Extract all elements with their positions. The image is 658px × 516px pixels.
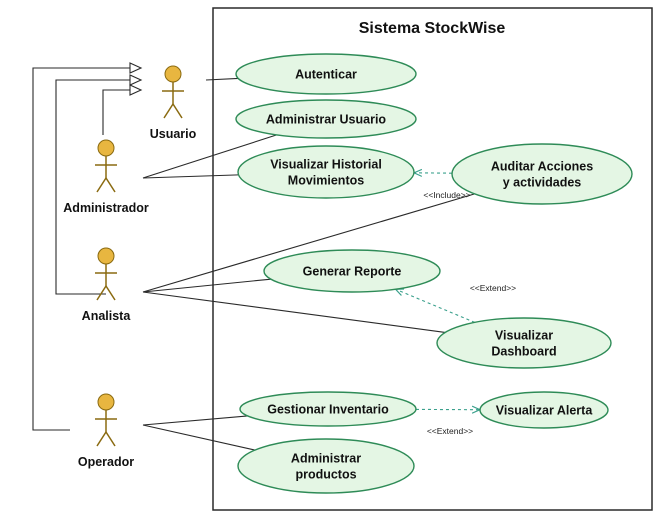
usecase-gestionar-inventario[interactable]: Gestionar Inventario <box>239 391 417 427</box>
actor-head-icon <box>164 65 182 83</box>
usecase-ellipse <box>235 53 417 95</box>
usecase-label: Administrar Usuario <box>266 113 387 127</box>
actor-head-icon <box>97 393 115 411</box>
actor-operador[interactable]: Operador <box>78 393 134 469</box>
usecase-label: Auditar Acciones <box>491 160 593 174</box>
generalization-arrowhead <box>129 62 143 74</box>
usecase-label: Generar Reporte <box>303 265 402 279</box>
usecase-ellipse <box>235 99 417 139</box>
generalization-line-operador <box>32 67 130 431</box>
association-operador-gestionar-inventario <box>142 415 248 426</box>
association-analista-auditar-acciones <box>142 193 475 293</box>
usecase-label: Movimientos <box>288 174 364 188</box>
usecase-ellipse <box>436 317 612 369</box>
actor-label: Operador <box>78 455 134 469</box>
actor-leg <box>96 285 107 301</box>
usecase-ellipse <box>479 391 609 429</box>
usecase-ellipse <box>263 249 441 293</box>
usecase-label: Gestionar Inventario <box>267 403 389 417</box>
usecase-label: y actividades <box>503 176 582 190</box>
actor-leg <box>96 177 107 193</box>
relationship-visualizar-dashboard-generar-reporte <box>396 289 475 323</box>
usecase-generar-reporte[interactable]: Generar Reporte <box>263 249 441 293</box>
usecase-label: Administrar <box>291 452 361 466</box>
relationship-label: <<Extend>> <box>470 283 516 293</box>
generalization-line-administrador <box>102 89 130 135</box>
usecase-label: Visualizar Alerta <box>496 404 594 418</box>
association-analista-generar-reporte <box>142 278 271 293</box>
usecase-administrar-productos[interactable]: Administrar productos <box>237 438 415 494</box>
generalization-arrowhead <box>129 84 143 96</box>
generalization-arrowhead <box>129 74 143 86</box>
association-usuario-autenticar <box>205 77 239 81</box>
usecase-label: Visualizar <box>495 329 553 343</box>
association-analista-visualizar-dashboard <box>142 291 446 333</box>
actor-leg <box>105 285 116 301</box>
usecase-ellipse <box>239 391 417 427</box>
relationship-label: <<Include>> <box>423 190 470 200</box>
system-title: Sistema StockWise <box>359 20 506 37</box>
actor-analista[interactable]: Analista <box>82 247 132 323</box>
association-administrador-visualizar-historial <box>142 174 239 179</box>
actor-label: Administrador <box>63 201 149 215</box>
usecase-label: Autenticar <box>295 68 357 82</box>
actor-leg <box>96 431 107 447</box>
generalization-line-analista <box>55 79 130 295</box>
actor-label: Usuario <box>150 127 197 141</box>
actor-leg <box>105 177 116 193</box>
usecase-label: Dashboard <box>491 345 556 359</box>
actor-administrador[interactable]: Administrador <box>63 139 149 215</box>
actor-head-icon <box>97 247 115 265</box>
association-operador-administrar-productos <box>142 424 256 451</box>
actor-leg <box>163 103 174 119</box>
usecase-auditar-acciones[interactable]: Auditar Acciones y actividades <box>451 143 633 205</box>
usecase-autenticar[interactable]: Autenticar <box>235 53 417 95</box>
actor-usuario[interactable]: Usuario <box>150 65 197 141</box>
usecase-label: Visualizar Historial <box>270 158 382 172</box>
usecase-ellipse <box>451 143 633 205</box>
usecase-label: productos <box>295 468 356 482</box>
usecase-visualizar-alerta[interactable]: Visualizar Alerta <box>479 391 609 429</box>
relationship-label: <<Extend>> <box>427 426 473 436</box>
usecase-administrar-usuario[interactable]: Administrar Usuario <box>235 99 417 139</box>
actor-head-icon <box>97 139 115 157</box>
usecase-ellipse <box>237 145 415 199</box>
actor-label: Analista <box>82 309 132 323</box>
association-administrador-administrar-usuario <box>142 134 277 179</box>
actor-leg <box>172 103 183 119</box>
usecase-ellipse <box>237 438 415 494</box>
actor-leg <box>105 431 116 447</box>
system-boundary <box>212 7 653 511</box>
